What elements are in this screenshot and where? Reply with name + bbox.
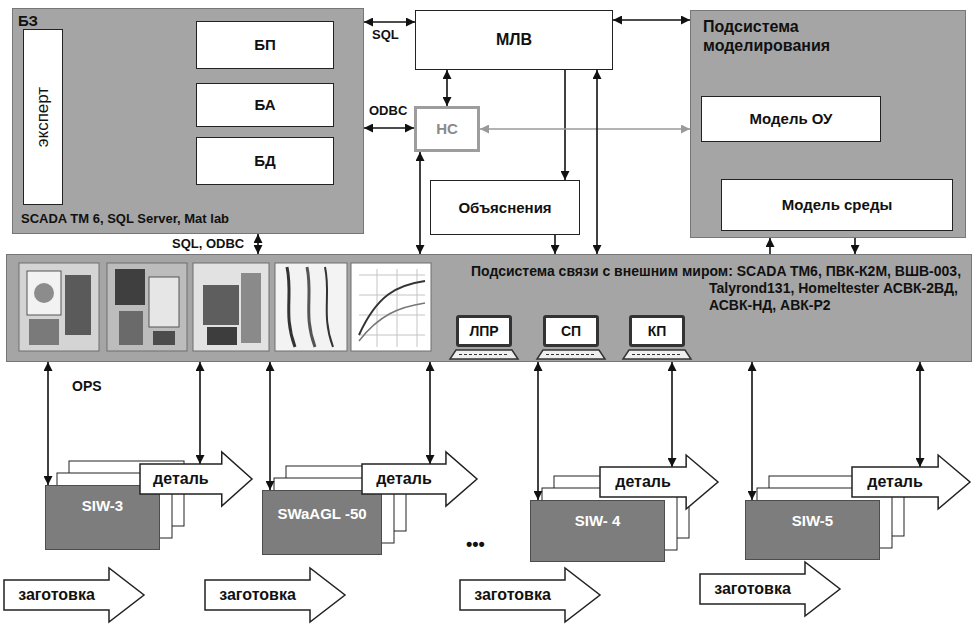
connector: [199, 362, 201, 464]
process-box: БД: [196, 137, 334, 185]
edge-label: SQL, ODBC: [170, 236, 246, 252]
panel-note: SCADA TM 6, SQL Server, Mat lab: [21, 211, 229, 227]
chart-photo: [351, 263, 431, 351]
arrow-outline: [140, 452, 252, 506]
subsystem-panel: Подсистема моделированияМодель ОУ Модель …: [690, 10, 966, 238]
band-text: Подсистема связи с внешним миром: SCADA …: [471, 263, 961, 313]
connector: [429, 362, 431, 464]
connector: [47, 362, 49, 485]
connector: [269, 362, 271, 490]
connector: [596, 70, 598, 254]
interface-band: Подсистема связи с внешним миром: SCADA …: [6, 254, 972, 362]
node-text: МЛВ: [496, 31, 532, 49]
protocol-label: OPS: [72, 378, 102, 394]
arrow-outline: [600, 455, 718, 509]
arrow-text: заготовка: [714, 580, 791, 598]
arrow-outline: [362, 452, 477, 506]
connector: [537, 362, 539, 500]
node-text: НС: [436, 120, 458, 137]
connector: [751, 362, 753, 500]
flow-arrow: заготовка: [460, 568, 600, 622]
arrow-text: деталь: [153, 470, 209, 488]
node-text: БП: [254, 36, 276, 53]
arrow-text: заготовка: [219, 586, 296, 604]
connector: [480, 128, 690, 130]
arrow-text: деталь: [615, 473, 671, 491]
photo: [107, 263, 187, 351]
process-box: Модель ОУ: [701, 96, 881, 142]
arrow-text: деталь: [867, 473, 923, 491]
node-text: СП: [561, 323, 581, 339]
connector: [854, 238, 856, 254]
flow-arrow: заготовка: [205, 568, 345, 622]
flow-arrow: деталь: [140, 452, 252, 506]
process-box: МЛВ: [415, 10, 613, 70]
node-text: эксперт: [33, 87, 53, 147]
chart-photo: [275, 263, 347, 351]
computer-screen: СП: [543, 315, 599, 347]
node-text: SIW-3: [82, 498, 123, 515]
process-box: Объяснения: [430, 180, 580, 235]
flow-arrow: заготовка: [700, 562, 840, 616]
computer-screen: ЛПР: [456, 315, 512, 347]
panel-title: БЗ: [18, 12, 38, 30]
connector: [364, 127, 414, 129]
flow-arrow: деталь: [600, 455, 718, 509]
machine-box: SIW- 4: [530, 500, 665, 562]
ellipsis-mark: •••: [466, 534, 485, 555]
node-text: Объяснения: [458, 199, 551, 216]
connector: [446, 70, 448, 106]
connector: [419, 152, 421, 254]
connector: [613, 19, 690, 21]
arrow-text: заготовка: [18, 586, 95, 604]
node-text: БА: [254, 96, 275, 113]
node-text: Модель среды: [782, 196, 892, 213]
photo: [193, 263, 269, 351]
machine-box: SWaAGL -50: [262, 490, 382, 555]
connector: [554, 235, 556, 254]
edge-label: SQL: [370, 27, 401, 43]
panel-title: Подсистема моделирования: [703, 17, 903, 55]
computer-screen: КП: [629, 315, 685, 347]
connector: [564, 70, 566, 180]
arrow-outline: [205, 568, 345, 622]
edge-label: ODBC: [367, 103, 409, 119]
process-box: БА: [196, 83, 334, 127]
connector: [919, 362, 921, 467]
keyboard: [450, 350, 691, 359]
arrow-outline: [852, 455, 970, 509]
arrow-outline: [4, 568, 144, 622]
photo: [19, 263, 99, 351]
arrow-outline: [460, 568, 600, 622]
node-text: Модель ОУ: [750, 110, 833, 127]
flow-arrow: заготовка: [4, 568, 144, 622]
node-text: КП: [648, 323, 667, 339]
arrow-outline: [700, 562, 840, 616]
neural-net-box: НС: [414, 106, 480, 152]
expert-box: эксперт: [23, 29, 63, 205]
process-box: БП: [196, 21, 334, 69]
process-box: Модель среды: [721, 179, 953, 231]
flow-arrow: деталь: [362, 452, 477, 506]
node-text: ЛПР: [469, 323, 498, 339]
connector: [257, 234, 259, 254]
subsystem-panel: БЗ SCADA TM 6, SQL Server, Mat lab эксперт…: [12, 8, 364, 234]
flow-arrow: деталь: [852, 455, 970, 509]
connector: [364, 21, 415, 23]
node-text: SWaAGL -50: [277, 505, 366, 522]
node-text: БД: [254, 152, 275, 169]
arrow-text: заготовка: [474, 586, 551, 604]
node-text: SIW- 4: [575, 513, 621, 530]
connector: [769, 238, 771, 254]
node-text: SIW-5: [792, 512, 833, 529]
connector: [671, 362, 673, 467]
arrow-text: деталь: [376, 470, 432, 488]
machine-box: SIW-5: [745, 500, 880, 560]
